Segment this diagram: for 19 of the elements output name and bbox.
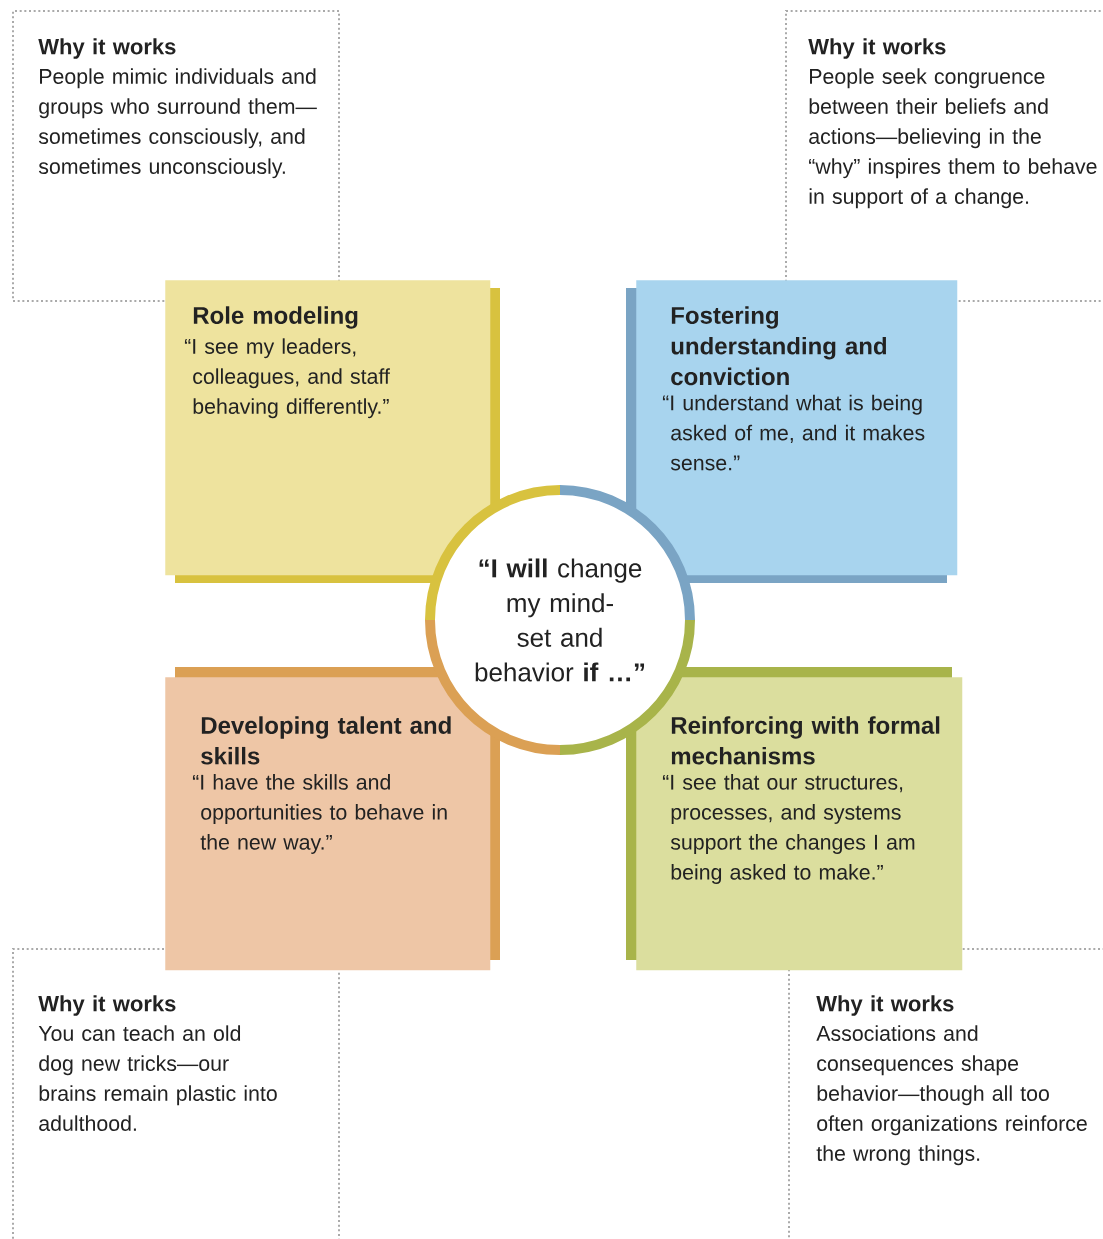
note-heading: Why it works — [38, 38, 176, 59]
quote-text: “I understand what is being asked of me, and it makes sense.” — [662, 394, 925, 471]
note-heading: Why it works — [816, 995, 954, 1016]
note-box — [785, 10, 1103, 302]
note-heading: Why it works — [808, 38, 946, 59]
note-text: People mimic individuals and groups who surround them—sometimes consciously, and sometimes unconsciously. — [38, 68, 317, 179]
note-box — [12, 10, 340, 302]
quote-text: “I have the skills and opportunities to behave in the new way.” — [192, 774, 447, 854]
note-box — [12, 948, 340, 1239]
card-heading: Role modeling — [193, 306, 358, 329]
note-box — [788, 948, 1103, 1239]
note-text: People seek congruence between their beliefs and actions—believing in the “why” inspires them to behave in support of a change. — [809, 68, 1097, 209]
note-card — [165, 280, 500, 583]
card-heading: Fostering understanding and conviction — [671, 306, 887, 386]
quote-text: “I see that our structures, processes, and systems support the changes I am being asked to make.” — [662, 774, 915, 884]
quote-text: “I see my leaders, colleagues, and staff behaving differently.” — [184, 338, 390, 419]
note-text: Associations and consequences shape behavior—though all too often organizations reinforce the wrong things. — [816, 1025, 1087, 1166]
note-text: You can teach an old dog new tricks—our brains remain plastic into adulthood. — [38, 1025, 277, 1131]
note-heading: Why it works — [38, 995, 176, 1016]
